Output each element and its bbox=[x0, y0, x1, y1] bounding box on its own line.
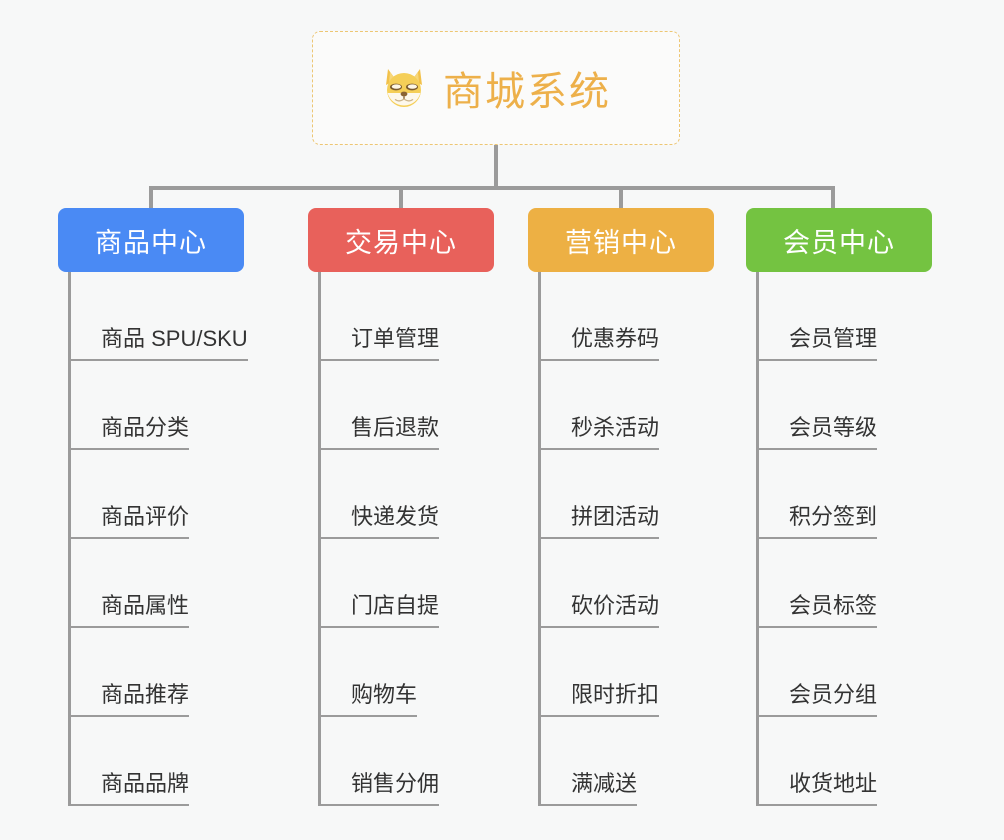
leaf-label: 满减送 bbox=[541, 773, 638, 806]
root-node-mall-system[interactable]: 商城系统 bbox=[312, 31, 680, 145]
leaf-label: 购物车 bbox=[321, 684, 418, 717]
list-item[interactable]: 售后退款 bbox=[321, 361, 494, 450]
leaf-label: 订单管理 bbox=[321, 328, 440, 361]
leaf-label: 积分签到 bbox=[759, 506, 878, 539]
list-item[interactable]: 商品属性 bbox=[71, 539, 244, 628]
leaf-label: 砍价活动 bbox=[541, 595, 660, 628]
list-item[interactable]: 秒杀活动 bbox=[541, 361, 714, 450]
leaf-label: 限时折扣 bbox=[541, 684, 660, 717]
connector-drop-2 bbox=[399, 186, 403, 208]
list-item[interactable]: 商品评价 bbox=[71, 450, 244, 539]
list-item[interactable]: 优惠券码 bbox=[541, 272, 714, 361]
connector-horizontal-bus bbox=[149, 186, 835, 190]
leaf-label: 会员标签 bbox=[759, 595, 878, 628]
category-header-trade-center[interactable]: 交易中心 bbox=[308, 208, 494, 272]
list-item[interactable]: 门店自提 bbox=[321, 539, 494, 628]
list-item[interactable]: 会员分组 bbox=[759, 628, 932, 717]
leaf-label: 商品品牌 bbox=[71, 773, 190, 806]
category-header-member-center[interactable]: 会员中心 bbox=[746, 208, 932, 272]
branch-member-center: 会员中心 会员管理 会员等级 积分签到 会员标签 会员分组 收货地址 bbox=[746, 208, 932, 806]
connector-drop-1 bbox=[149, 186, 153, 208]
connector-drop-3 bbox=[619, 186, 623, 208]
branch-trade-center: 交易中心 订单管理 售后退款 快递发货 门店自提 购物车 销售分佣 bbox=[308, 208, 494, 806]
list-item[interactable]: 积分签到 bbox=[759, 450, 932, 539]
list-item[interactable]: 商品品牌 bbox=[71, 717, 244, 806]
connector-drop-4 bbox=[831, 186, 835, 208]
list-item[interactable]: 拼团活动 bbox=[541, 450, 714, 539]
root-node-label: 商城系统 bbox=[443, 70, 611, 114]
leaf-label: 会员等级 bbox=[759, 417, 878, 450]
list-item[interactable]: 会员等级 bbox=[759, 361, 932, 450]
category-header-product-center[interactable]: 商品中心 bbox=[58, 208, 244, 272]
leaf-label: 快递发货 bbox=[321, 506, 440, 539]
leaf-label: 收货地址 bbox=[759, 773, 878, 806]
leaf-label: 商品评价 bbox=[71, 506, 190, 539]
leaf-list-marketing-center: 优惠券码 秒杀活动 拼团活动 砍价活动 限时折扣 满减送 bbox=[538, 272, 714, 806]
list-item[interactable]: 限时折扣 bbox=[541, 628, 714, 717]
leaf-label: 售后退款 bbox=[321, 417, 440, 450]
leaf-list-product-center: 商品 SPU/SKU 商品分类 商品评价 商品属性 商品推荐 商品品牌 bbox=[68, 272, 248, 806]
list-item[interactable]: 购物车 bbox=[321, 628, 494, 717]
category-header-marketing-center[interactable]: 营销中心 bbox=[528, 208, 714, 272]
leaf-label: 商品分类 bbox=[71, 417, 190, 450]
leaf-label: 门店自提 bbox=[321, 595, 440, 628]
branch-product-center: 商品中心 商品 SPU/SKU 商品分类 商品评价 商品属性 商品推荐 商品品牌 bbox=[58, 208, 248, 806]
list-item[interactable]: 订单管理 bbox=[321, 272, 494, 361]
list-item[interactable]: 会员标签 bbox=[759, 539, 932, 628]
leaf-list-trade-center: 订单管理 售后退款 快递发货 门店自提 购物车 销售分佣 bbox=[318, 272, 494, 806]
list-item[interactable]: 快递发货 bbox=[321, 450, 494, 539]
leaf-label: 秒杀活动 bbox=[541, 417, 660, 450]
list-item[interactable]: 商品分类 bbox=[71, 361, 244, 450]
list-item[interactable]: 砍价活动 bbox=[541, 539, 714, 628]
branch-marketing-center: 营销中心 优惠券码 秒杀活动 拼团活动 砍价活动 限时折扣 满减送 bbox=[528, 208, 714, 806]
list-item[interactable]: 收货地址 bbox=[759, 717, 932, 806]
leaf-label: 优惠券码 bbox=[541, 328, 660, 361]
leaf-label: 商品属性 bbox=[71, 595, 190, 628]
leaf-label: 销售分佣 bbox=[321, 773, 440, 806]
leaf-label: 商品 SPU/SKU bbox=[71, 328, 248, 361]
leaf-label: 会员分组 bbox=[759, 684, 878, 717]
list-item[interactable]: 商品 SPU/SKU bbox=[71, 272, 248, 361]
shiba-inu-icon bbox=[381, 64, 429, 112]
list-item[interactable]: 销售分佣 bbox=[321, 717, 494, 806]
list-item[interactable]: 满减送 bbox=[541, 717, 714, 806]
leaf-label: 会员管理 bbox=[759, 328, 878, 361]
leaf-label: 拼团活动 bbox=[541, 506, 660, 539]
leaf-list-member-center: 会员管理 会员等级 积分签到 会员标签 会员分组 收货地址 bbox=[756, 272, 932, 806]
connector-root-vertical bbox=[494, 145, 498, 189]
leaf-label: 商品推荐 bbox=[71, 684, 190, 717]
list-item[interactable]: 商品推荐 bbox=[71, 628, 244, 717]
list-item[interactable]: 会员管理 bbox=[759, 272, 932, 361]
